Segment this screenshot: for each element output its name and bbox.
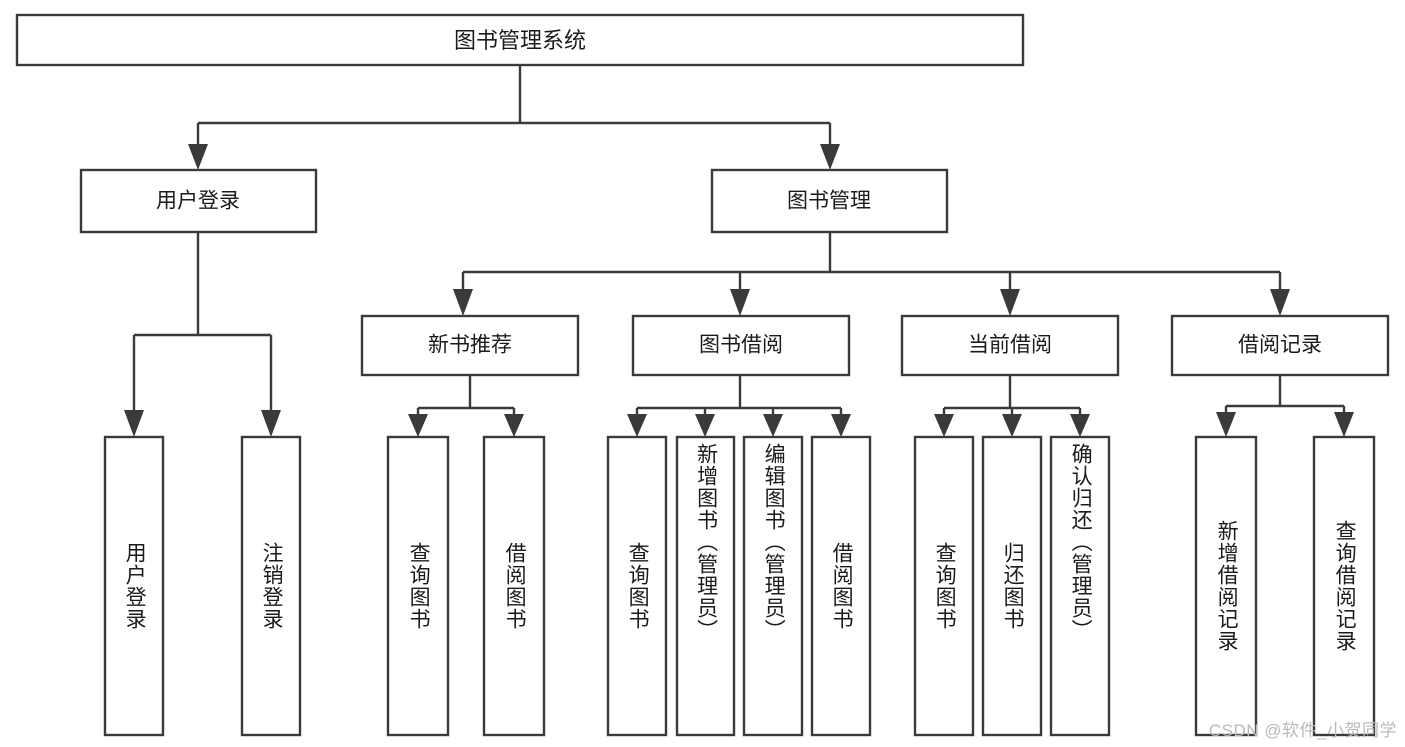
arrow-head-leaf-query-books-2: [627, 414, 647, 437]
arrow-head-leaf-add-book: [695, 414, 715, 437]
node-box-user-login[interactable]: [79, 168, 318, 234]
label-root: 图书管理系统: [454, 28, 586, 53]
arrow-head-book-borrow: [730, 289, 750, 316]
node-box-leaf-query-books-3[interactable]: [913, 435, 975, 737]
node-box-root[interactable]: [15, 13, 1025, 67]
arrow-head-book-management: [820, 144, 840, 170]
node-box-leaf-return-books[interactable]: [981, 435, 1043, 737]
arrow-head-leaf-user-login: [124, 410, 144, 437]
arrow-head-leaf-return-books: [1002, 414, 1022, 437]
node-box-leaf-confirm-return[interactable]: [1049, 435, 1111, 737]
label-book-borrow: 图书借阅: [699, 334, 783, 357]
arrow-head-leaf-borrow-books-1: [504, 414, 524, 437]
arrow-head-leaf-query-books-1: [408, 414, 428, 437]
node-box-borrow-record[interactable]: [1170, 314, 1390, 377]
node-box-new-book-recommend[interactable]: [360, 314, 580, 377]
label-new-book-recommend: 新书推荐: [428, 334, 512, 357]
connector-group: [124, 65, 1354, 437]
arrow-head-leaf-add-borrow-record: [1216, 412, 1236, 437]
arrow-head-leaf-query-borrow-record: [1334, 412, 1354, 437]
arrow-head-leaf-confirm-return: [1070, 414, 1090, 437]
label-current-borrow: 当前借阅: [968, 334, 1052, 357]
arrow-head-leaf-user-logout: [261, 410, 281, 437]
node-box-leaf-query-books-2[interactable]: [606, 435, 668, 737]
arrow-head-leaf-borrow-books-2: [831, 414, 851, 437]
node-label-group: 图书管理系统 用户登录 图书管理 新书推荐 图书借阅 当前借阅 借阅记录: [156, 28, 1322, 357]
node-box-leaf-query-books-1[interactable]: [386, 435, 450, 737]
node-box-leaf-borrow-books-2[interactable]: [810, 435, 872, 737]
arrow-head-borrow-record: [1270, 289, 1290, 316]
node-box-group: [15, 13, 1390, 737]
node-box-leaf-borrow-books-1[interactable]: [482, 435, 546, 737]
node-box-leaf-edit-book[interactable]: [742, 435, 804, 737]
node-box-current-borrow[interactable]: [900, 314, 1120, 377]
arrow-head-leaf-edit-book: [763, 414, 783, 437]
node-box-leaf-add-borrow-record[interactable]: [1194, 435, 1258, 737]
watermark-text: CSDN @软件_小贺同学: [1208, 721, 1397, 740]
node-box-book-management[interactable]: [710, 168, 949, 234]
label-borrow-record: 借阅记录: [1238, 334, 1322, 357]
label-book-management: 图书管理: [787, 190, 871, 213]
node-box-leaf-query-borrow-record[interactable]: [1312, 435, 1376, 737]
arrow-head-leaf-query-books-3: [934, 414, 954, 437]
node-box-leaf-add-book[interactable]: [675, 435, 736, 737]
arrow-head-new-book-recommend: [453, 289, 473, 316]
arrow-head-user-login: [188, 144, 208, 170]
node-box-leaf-user-logout[interactable]: [240, 435, 302, 737]
label-user-login: 用户登录: [156, 190, 240, 213]
node-box-book-borrow[interactable]: [631, 314, 851, 377]
arrow-head-current-borrow: [1000, 289, 1020, 316]
node-box-leaf-user-login[interactable]: [103, 435, 165, 737]
